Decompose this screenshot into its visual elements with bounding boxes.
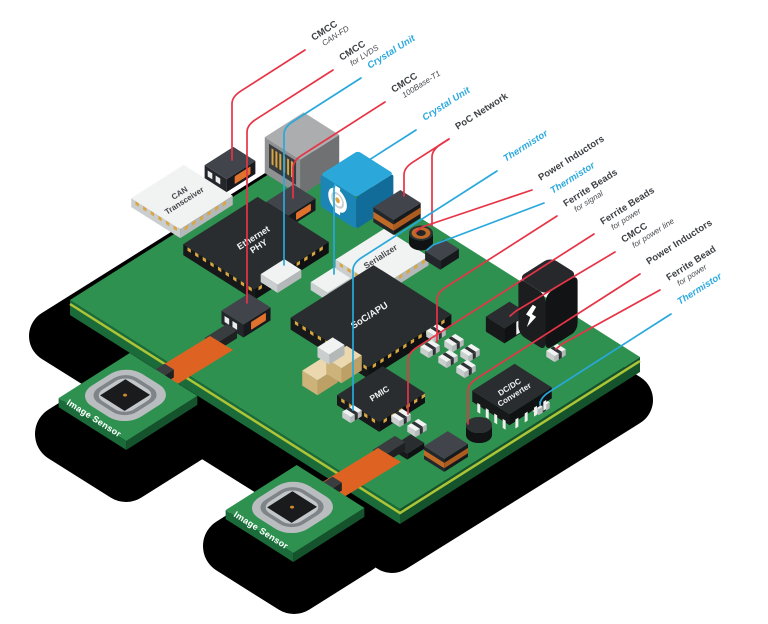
cmcc-can-fd <box>204 146 256 193</box>
image-sensor-board-2 <box>225 465 365 562</box>
smd-chip-6 <box>420 339 440 359</box>
smd-chip-2 <box>407 418 427 438</box>
leader-line <box>407 233 595 415</box>
leader-line <box>292 101 386 199</box>
leader-line <box>467 273 641 425</box>
smd-chip-7 <box>438 349 458 369</box>
leader-line <box>403 138 450 197</box>
image-sensor-board-1 <box>58 353 198 450</box>
chip-dcdc-converter <box>472 363 552 430</box>
leader-line <box>431 138 450 227</box>
chip-can-transceiver <box>131 164 233 239</box>
cmcc-lvds <box>221 293 271 338</box>
leader-line <box>555 289 661 350</box>
poc-transformer <box>373 189 421 236</box>
power-inductor-sq <box>424 431 468 472</box>
leader-line <box>352 170 498 411</box>
smd-chip-4 <box>444 333 464 353</box>
leader-lines <box>231 49 672 425</box>
smd-chip-1 <box>391 408 411 428</box>
leader-line <box>436 215 558 343</box>
capacitor-white <box>317 337 345 365</box>
leader-line <box>426 202 545 251</box>
poc-power-inductor <box>409 225 433 251</box>
crystal-unit-1 <box>260 259 302 293</box>
smd-chip-8 <box>456 359 476 379</box>
poc-cmcc <box>425 239 459 270</box>
leader-line <box>283 77 362 266</box>
scene-shapes <box>29 112 653 614</box>
smd-chip-5 <box>460 343 480 363</box>
leader-line <box>246 69 334 304</box>
fakra-coax-connector <box>320 151 394 228</box>
leader-line <box>333 129 417 275</box>
leader-line <box>539 313 672 406</box>
smd-chip-0 <box>342 404 362 424</box>
smd-chip-9 <box>546 343 566 363</box>
leader-line <box>509 251 616 317</box>
power-inductor-drum <box>466 416 492 444</box>
leader-line <box>415 189 533 233</box>
leader-line <box>231 49 306 161</box>
